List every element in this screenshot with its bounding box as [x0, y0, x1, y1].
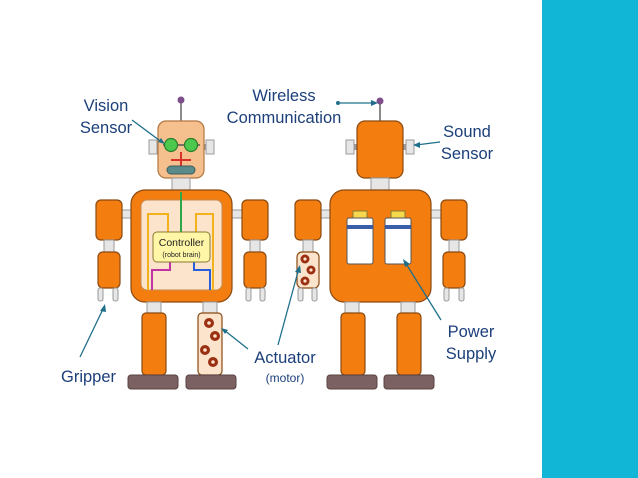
gripper-label: Gripper: [61, 368, 117, 386]
power-supply-label-line2: Supply: [446, 345, 497, 363]
head-back: [356, 120, 404, 179]
power-supply-label: Power: [448, 323, 495, 341]
sound-sensor-label-line2: Sensor: [441, 145, 494, 163]
torso-back: [329, 189, 432, 303]
actuator-sublabel: (motor): [266, 371, 305, 385]
controller-box: [152, 231, 211, 263]
wireless-label-line2: Communication: [227, 109, 342, 127]
ear-right: [205, 139, 215, 155]
leg-left-front: [141, 312, 167, 376]
arm-upper-left: [95, 199, 123, 241]
controller-sublabel: (robot brain): [162, 252, 200, 259]
vision-sensor-label: Vision: [84, 97, 129, 115]
ear-left: [148, 139, 158, 155]
sound-sensor-ear: [405, 139, 415, 155]
vision-sensor-label-line2: Sensor: [80, 119, 133, 137]
antenna-tip: [177, 96, 185, 104]
wireless-label: Wireless: [252, 87, 315, 105]
arm-lower-left: [97, 251, 121, 289]
gear-icon: [200, 318, 220, 367]
foot-left-front: [127, 374, 179, 390]
battery-icon: [346, 210, 412, 265]
robot-diagram: Controller (robot brain): [61, 87, 497, 390]
foot-right-front: [185, 374, 237, 390]
robot-front-icon: Controller (robot brain): [95, 96, 269, 390]
actuator-label: Actuator: [254, 349, 316, 367]
robot-back-icon: [294, 97, 468, 390]
gripper-finger-left: [97, 287, 104, 302]
pointer-lines: [79, 100, 442, 358]
arm-upper-right: [241, 199, 269, 241]
controller-label: Controller: [159, 237, 205, 249]
mouth: [166, 165, 196, 175]
vision-sensor-eye-right: [183, 137, 199, 153]
wireless-antenna-tip: [376, 97, 384, 105]
sound-sensor-label: Sound: [443, 123, 491, 141]
arm-lower-right: [243, 251, 267, 289]
vision-sensor-eye-left: [163, 137, 179, 153]
accent-side-bar: [542, 0, 638, 478]
